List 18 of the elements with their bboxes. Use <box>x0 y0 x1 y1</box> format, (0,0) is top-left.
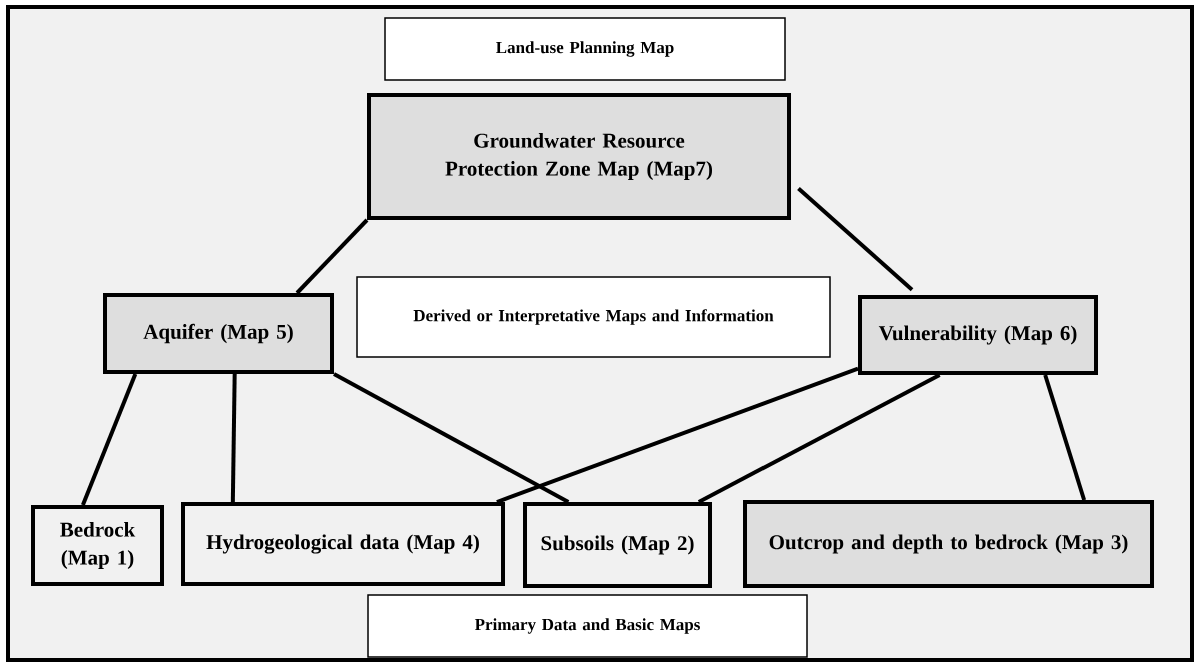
heading-box: Land-use Planning Map <box>384 17 786 81</box>
connector-line <box>295 218 369 295</box>
connector-line <box>81 373 138 506</box>
connector-line <box>496 366 859 504</box>
connector-line <box>697 373 941 504</box>
process-box: Bedrock (Map 1) <box>31 505 164 586</box>
process-box: Hydrogeological data (Map 4) <box>181 502 505 586</box>
process-box: Groundwater Resource Protection Zone Map (Map7) <box>367 93 791 220</box>
heading-box: Derived or Interpretative Maps and Information <box>356 276 831 358</box>
connector-line <box>230 373 237 503</box>
process-box: Aquifer (Map 5) <box>103 293 334 374</box>
connector-line <box>333 372 570 504</box>
connector-line <box>797 187 914 292</box>
process-box: Outcrop and depth to bedrock (Map 3) <box>743 500 1154 588</box>
heading-box: Primary Data and Basic Maps <box>367 594 808 658</box>
connector-line <box>1043 374 1087 501</box>
process-box: Vulnerability (Map 6) <box>858 295 1098 375</box>
process-box: Subsoils (Map 2) <box>523 502 712 588</box>
